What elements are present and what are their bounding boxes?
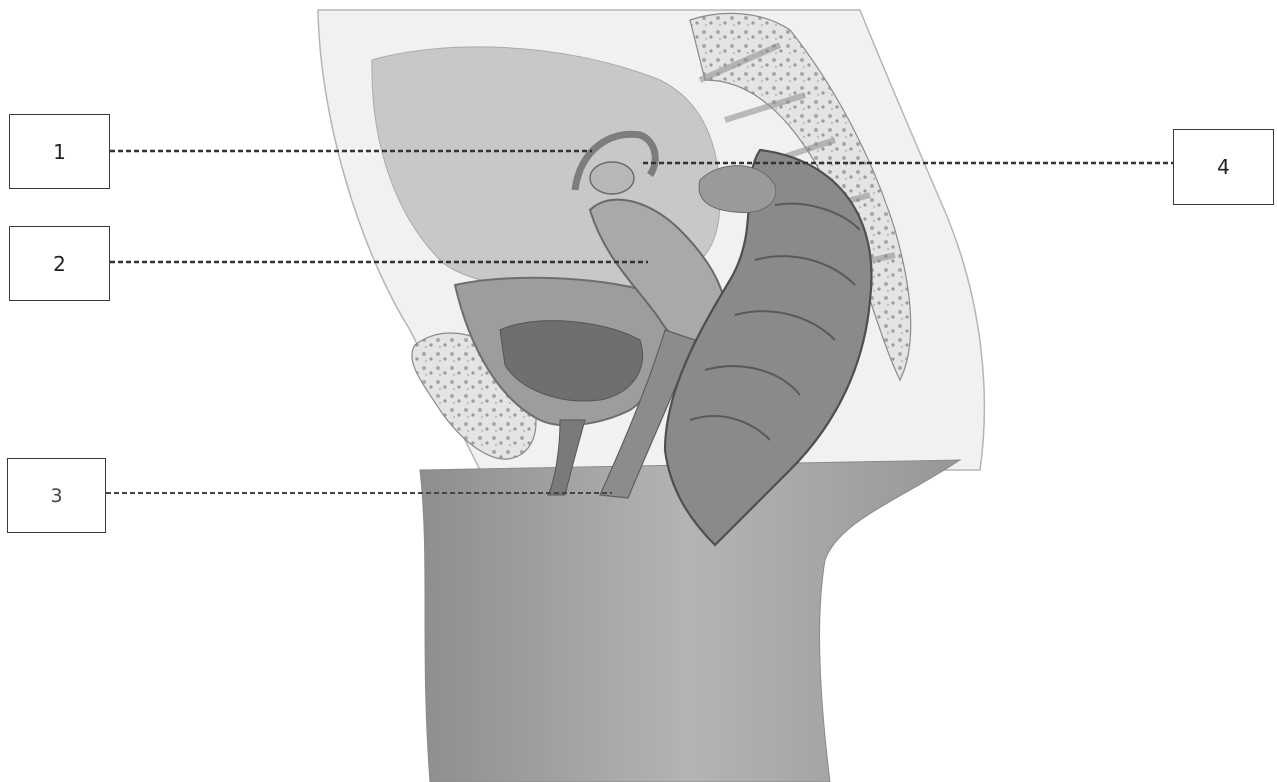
- label-text-4: 4: [1217, 155, 1230, 179]
- ovary: [590, 162, 634, 194]
- label-text-3: 3: [50, 485, 62, 507]
- label-text-1: 1: [53, 140, 66, 164]
- label-box-3: 3: [7, 458, 106, 533]
- label-box-4: 4: [1173, 129, 1274, 205]
- label-box-2: 2: [9, 226, 110, 301]
- label-text-2: 2: [53, 252, 66, 276]
- label-box-1: 1: [9, 114, 110, 189]
